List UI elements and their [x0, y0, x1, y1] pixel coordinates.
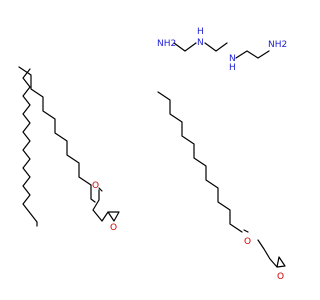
- atom-h-2: H: [229, 63, 236, 73]
- tetradecyl-ether-to-epoxide: [243, 229, 286, 268]
- atom-n-2: N: [229, 54, 236, 64]
- atom-epoxide-oxygen-2: O: [277, 272, 284, 282]
- atom-ether-oxygen-2: O: [244, 237, 251, 247]
- tetradecyl-alkyl-chain: [157, 91, 243, 233]
- dodecyl-alkyl-chain: [18, 66, 96, 203]
- teta-backbone-bonds: [173, 42, 270, 59]
- atom-h-1: H: [197, 27, 204, 37]
- dodecyl-chain-bonds: [22, 68, 38, 227]
- atom-nh2-right: NH2: [268, 40, 287, 50]
- atom-epoxide-oxygen-1: O: [110, 223, 117, 233]
- chemical-structure-canvas: NH2 N H N H NH2 O O O O: [18, 27, 288, 282]
- atom-ether-oxygen-1: O: [92, 181, 99, 191]
- atom-n-1: N: [197, 38, 204, 48]
- structure-diagram: NH2 N H N H NH2 O O O O: [18, 27, 287, 282]
- dodecyl-ether-to-epoxide: [92, 187, 120, 222]
- atom-nh2-left: NH2: [157, 39, 176, 49]
- molecule-triethylenetetramine: NH2 N H N H NH2: [157, 27, 287, 73]
- molecule-tetradecyl-glycidyl-ether: O O: [157, 91, 286, 282]
- molecule-dodecyl-glycidyl-ether: O O: [18, 66, 120, 233]
